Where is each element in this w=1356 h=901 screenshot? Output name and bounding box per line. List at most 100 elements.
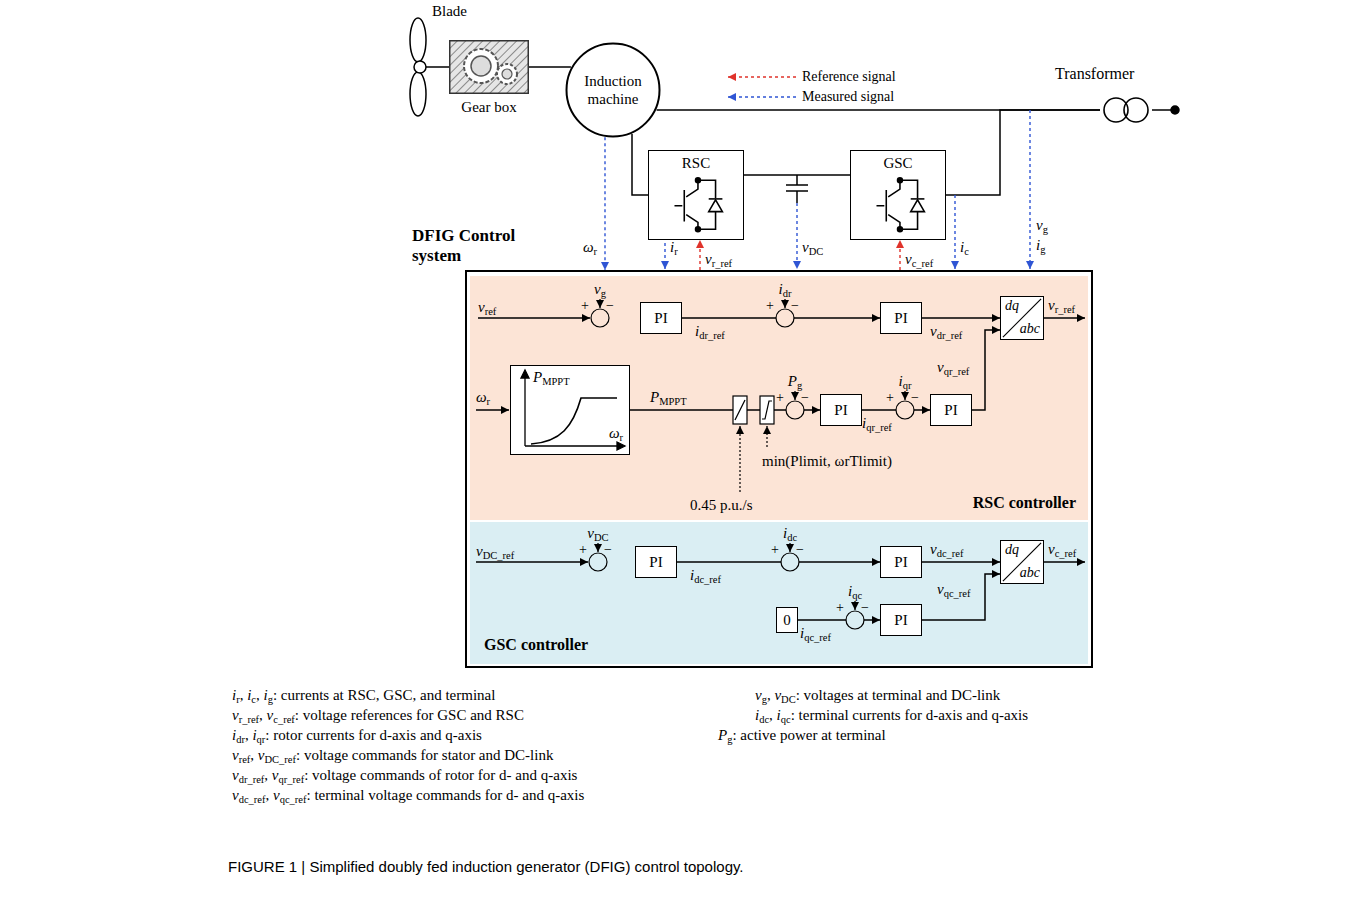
connector — [529, 66, 571, 68]
summing-junctions — [589, 309, 914, 629]
blade — [426, 66, 449, 68]
constant-value: 0 — [783, 611, 791, 629]
igbt-symbol — [898, 227, 903, 232]
pi-controller: PI — [640, 302, 682, 334]
panel-fill — [470, 522, 1088, 664]
dq-label: dq — [1005, 298, 1019, 315]
igbt-symbol — [911, 200, 925, 212]
connector — [922, 574, 1000, 620]
converter-box: GSC — [850, 150, 946, 240]
part-name: Blade — [432, 2, 467, 20]
signal-name: idr — [779, 280, 792, 298]
connector — [922, 561, 1000, 563]
symbol-note: idr, iqr: rotor currents for d-axis and … — [232, 726, 482, 744]
signal-name: vDC — [587, 524, 608, 542]
connector — [632, 134, 648, 195]
limiters — [760, 396, 774, 424]
legend-text: Reference signal — [802, 68, 896, 86]
reference-legend-line — [728, 76, 796, 77]
dq-abc-transform: dqabc — [1000, 296, 1044, 340]
pi-controller: PI — [880, 302, 922, 334]
constant-box: 0 — [776, 607, 798, 633]
signal-name: vc_ref — [1048, 540, 1076, 558]
signal-connector — [604, 137, 605, 270]
converter-box: RSC — [648, 150, 744, 240]
signal-name: vqr_ref — [937, 358, 969, 376]
sign-mark: + — [886, 391, 894, 404]
transform-divider — [1003, 543, 1041, 581]
signal-arrows — [854, 601, 855, 610]
limiters — [735, 400, 745, 420]
pi-controller: PI — [880, 546, 922, 578]
panel-title: RSC controller — [973, 493, 1076, 512]
igbt-symbol — [696, 227, 701, 232]
pi-label: PI — [944, 401, 957, 419]
grid-connection — [1152, 106, 1179, 114]
signal-name: vr_ref — [1048, 296, 1075, 314]
sign-mark: − — [796, 543, 804, 556]
pi-label: PI — [654, 309, 667, 327]
frame-heading: DFIG Control system — [412, 226, 544, 266]
limiters — [762, 401, 772, 419]
panel-title: GSC controller — [484, 635, 588, 654]
pi-label: PI — [894, 309, 907, 327]
measured-signal-lines — [954, 195, 955, 269]
converter-label: RSC — [649, 154, 743, 172]
transform-divider — [1003, 299, 1041, 337]
machine-label: Induction machine — [575, 72, 651, 108]
signal-name: PMPPT — [650, 388, 687, 406]
connectors — [529, 67, 1100, 620]
measured-signal-lines — [728, 96, 796, 97]
sign-mark: − — [791, 299, 799, 312]
pi-controller: PI — [820, 394, 862, 426]
sign-mark: + — [581, 299, 589, 312]
mppt-curve — [525, 376, 619, 446]
pi-controller: PI — [880, 604, 922, 636]
igbt-symbol — [876, 178, 899, 231]
gear-box-label: Gear box — [439, 98, 539, 116]
panel-fill — [470, 276, 1088, 520]
sign-mark: + — [776, 391, 784, 404]
blade — [410, 18, 449, 116]
dc-capacitor — [786, 175, 808, 203]
grid-connection — [1152, 109, 1171, 111]
signal-arrows — [478, 317, 590, 318]
axis-label: ωr — [609, 424, 623, 442]
signal-name: vc_ref — [905, 250, 933, 268]
signal-name: idr_ref — [695, 322, 725, 340]
gear-box-art — [464, 49, 498, 83]
limiters — [733, 396, 747, 424]
signal-arrows — [597, 543, 598, 552]
connector — [677, 561, 880, 563]
connector — [798, 619, 880, 621]
pi-label: PI — [834, 401, 847, 419]
gsc-controller-panel: GSC controllerPIPIdqabc0PI — [470, 522, 1088, 664]
pi-label: PI — [894, 553, 907, 571]
igbt-symbol — [674, 178, 697, 231]
sign-mark: + — [836, 601, 844, 614]
gear-box-art — [449, 40, 529, 94]
signal-name: ωr — [476, 388, 490, 406]
abc-label: abc — [1020, 321, 1040, 338]
gear-box-art — [502, 69, 512, 79]
signal-name: ig — [1036, 236, 1045, 254]
pi-label: PI — [894, 611, 907, 629]
machine-outline — [567, 44, 660, 137]
signal-name: ic — [960, 238, 969, 256]
signal-arrows — [476, 299, 1085, 610]
grid-connection — [1171, 106, 1179, 114]
signal-name: vDC_ref — [476, 542, 514, 560]
sign-mark: + — [579, 543, 587, 556]
dq-label: dq — [1005, 542, 1019, 559]
blade — [414, 61, 426, 73]
signal-name: Pg — [788, 372, 802, 390]
dc-capacitor — [786, 175, 808, 203]
panel-fills — [470, 276, 1088, 664]
signal-name: vdc_ref — [930, 540, 964, 558]
igbt-symbol — [911, 198, 925, 200]
dq-abc-transform: dqabc — [1000, 540, 1044, 584]
signal-connector — [899, 240, 900, 270]
signal-name: iqc_ref — [800, 624, 831, 642]
